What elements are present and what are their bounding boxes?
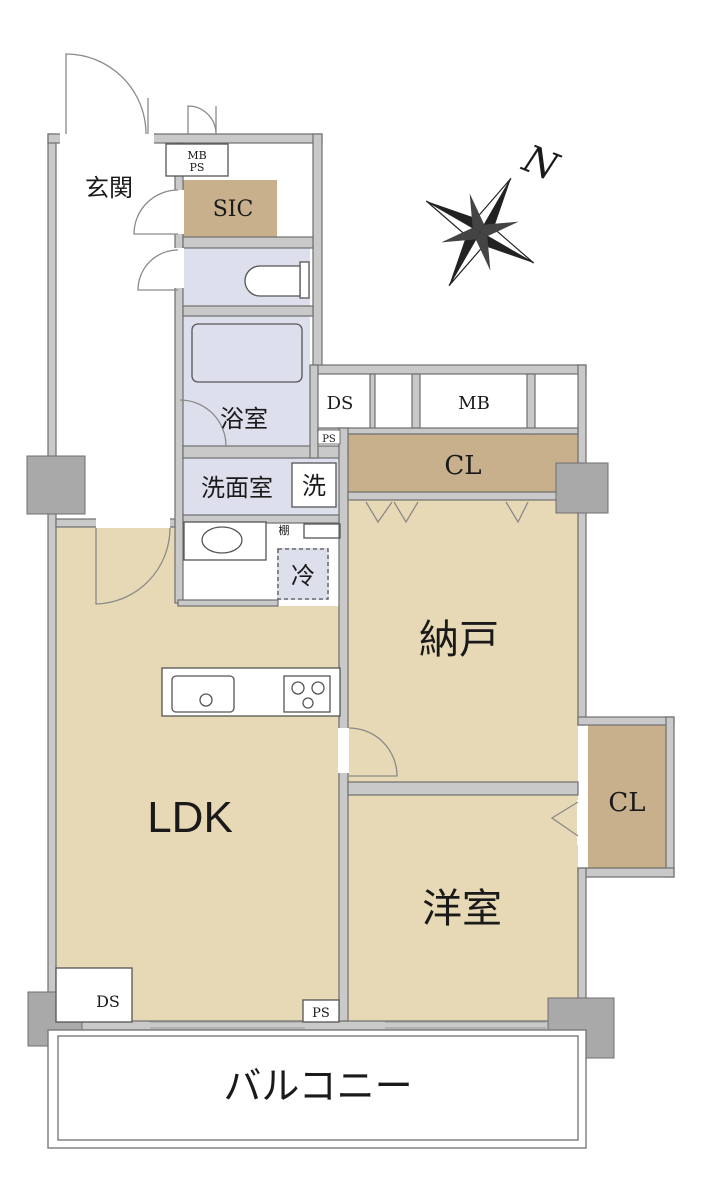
label-ds-upper: DS xyxy=(327,393,354,414)
label-senmenshitsu: 洗面室 xyxy=(201,474,273,502)
sentaku-box xyxy=(291,462,337,508)
label-tana: 棚 xyxy=(279,523,290,537)
ps-lower-box xyxy=(302,999,340,1023)
label-ds-lower: DS xyxy=(96,992,120,1011)
opening-corridor-right xyxy=(174,248,184,288)
bath-floor xyxy=(183,316,310,446)
room-labels: 玄関 MB PS SIC 浴室 洗面室 洗 棚 冷 DS PS MB CL 納戸… xyxy=(85,149,646,1108)
entrance-side-door xyxy=(187,105,217,135)
label-ldk: LDK xyxy=(147,793,233,842)
wall-mb-left xyxy=(411,373,421,435)
window-lines xyxy=(150,1021,546,1029)
wall-ds-right xyxy=(369,373,376,435)
burner-1-icon xyxy=(291,681,305,695)
wall-top-center xyxy=(312,133,323,371)
opening-ldk xyxy=(96,518,170,528)
room-fills xyxy=(56,143,666,1022)
wall-toilet-bottom xyxy=(182,305,314,317)
column-right-mid xyxy=(555,462,609,514)
washbasin xyxy=(201,526,243,554)
upper-cl-floor xyxy=(348,434,578,492)
ps-upper-box xyxy=(317,429,341,445)
label-ps-lower: PS xyxy=(312,1006,330,1021)
burner-2-icon xyxy=(311,681,325,695)
wall-bath-right xyxy=(309,364,319,459)
wall-right-cl xyxy=(665,716,675,878)
label-ps-upper: PS xyxy=(322,434,336,445)
sink-drain xyxy=(199,693,213,707)
right-cl-floor xyxy=(588,725,666,868)
nando-floor xyxy=(348,500,578,782)
tana-shelf xyxy=(303,523,341,539)
fixtures xyxy=(55,143,341,1023)
opening-right-cl xyxy=(577,800,587,845)
balcony xyxy=(47,1029,587,1149)
label-mb-ps-bottom: PS xyxy=(190,161,205,174)
bathtub xyxy=(191,323,303,383)
wall-kitchen-alcove-bottom xyxy=(177,599,279,607)
mb-ps-top-box xyxy=(165,143,229,177)
wall-right-cl-bottom xyxy=(577,867,675,878)
label-mb-upper: MB xyxy=(458,393,490,414)
doors xyxy=(65,53,579,837)
column-left-mid xyxy=(26,455,86,515)
opening-kitchen xyxy=(338,728,349,773)
bath-door xyxy=(179,399,227,447)
stove xyxy=(283,675,331,713)
label-genkan: 玄関 xyxy=(85,174,133,202)
yoshitsu-floor xyxy=(348,795,578,1021)
label-balcony: バルコニー xyxy=(223,1064,412,1108)
fridge-floor xyxy=(277,548,329,600)
label-sic: SIC xyxy=(213,197,254,222)
ds-lower-box xyxy=(55,967,133,1023)
compass-rose-icon xyxy=(425,177,535,287)
opening-entrance xyxy=(60,133,154,144)
entrance-door-left xyxy=(65,53,147,135)
wall-bath-bottom xyxy=(182,445,349,459)
toilet-bowl xyxy=(244,265,301,297)
washbasin-counter xyxy=(183,521,267,561)
wall-right-cl-top xyxy=(577,716,675,726)
right-cl-door xyxy=(550,801,579,837)
opening-sic xyxy=(174,190,184,234)
label-cl-upper: CL xyxy=(444,451,481,481)
balcony-outer xyxy=(47,1029,587,1149)
wall-top-right xyxy=(312,364,587,375)
label-cl-right: CL xyxy=(608,788,645,818)
toilet-tank xyxy=(299,261,310,299)
label-sentaku: 洗 xyxy=(302,472,326,500)
label-mb-ps-top: MB xyxy=(187,149,206,162)
label-yoshitsu: 洋室 xyxy=(422,886,502,932)
wall-sic-bottom xyxy=(182,236,314,249)
wall-right-upper xyxy=(577,364,587,726)
wall-mid-vertical xyxy=(338,427,349,1022)
kitchen-sink xyxy=(171,675,235,713)
label-nando: 納戸 xyxy=(419,617,499,663)
wall-cl-bottom xyxy=(347,491,579,501)
sic-floor xyxy=(183,180,277,237)
ldk-floor xyxy=(56,527,342,1022)
walls xyxy=(47,133,675,1031)
toilet-door xyxy=(137,249,179,291)
balcony-inner xyxy=(57,1035,579,1141)
cl-doors xyxy=(365,501,529,524)
label-rei: 冷 xyxy=(291,562,315,590)
wall-left xyxy=(47,133,57,1031)
label-yokushitsu: 浴室 xyxy=(220,405,268,433)
compass-north-label: N xyxy=(516,136,566,190)
genkan-floor xyxy=(56,143,162,228)
sic-door xyxy=(133,189,179,235)
openings xyxy=(60,133,587,845)
wall-mb-right xyxy=(526,373,536,435)
fridge-space xyxy=(277,548,329,600)
burner-3-icon xyxy=(302,697,314,709)
wall-nando-bottom xyxy=(347,781,579,796)
nando-door xyxy=(348,727,398,777)
wall-cl-top xyxy=(317,427,579,435)
ldk-door xyxy=(95,527,171,605)
